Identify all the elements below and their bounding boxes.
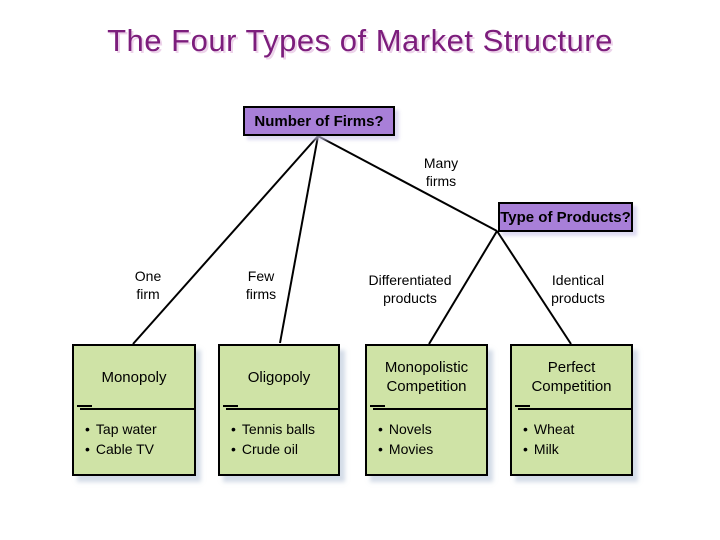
branch-label-line: products [551,290,605,306]
example-item: • Novels [378,419,484,439]
branch-label-differentiated-products: Differentiated products [358,271,462,307]
example-text: Movies [388,441,434,457]
branch-label-identical-products: Identical products [526,271,630,307]
example-text: Cable TV [95,441,155,457]
line-identical [496,230,572,345]
bullet-icon: • [85,441,90,457]
bullet-icon: • [231,441,236,457]
example-item: • Milk [523,439,629,459]
line-few-firms [279,135,319,344]
branch-label-line: firms [245,286,277,302]
branch-label-line: Differentiated [368,272,452,288]
branch-label-line: One [134,268,162,284]
examples-list: • Tennis balls • Crude oil [220,410,338,459]
divider [515,405,631,410]
decision-node-label: Number of Firms? [254,112,384,130]
bullet-icon: • [523,421,528,437]
examples-list: • Wheat • Milk [512,410,631,459]
example-text: Crude oil [241,441,298,457]
examples-list: • Tap water • Cable TV [74,410,194,459]
bullet-icon: • [523,441,528,457]
bullet-icon: • [378,421,383,437]
decision-node-type-of-products: Type of Products? [498,202,633,232]
market-box-monopoly: Monopoly • Tap water • Cable TV [72,344,196,476]
branch-label-line: Identical [551,272,605,288]
divider [77,405,194,410]
branch-label-line: firm [136,286,160,302]
market-name: Perfect Competition [531,359,612,395]
branch-label-line: products [383,290,437,306]
branch-label-line: Many [423,155,459,171]
example-item: • Tennis balls [231,419,336,439]
branch-label-few-firms: Few firms [221,267,301,303]
example-text: Novels [388,421,432,437]
market-box-perfect-competition: Perfect Competition • Wheat • Milk [510,344,633,476]
branch-label-one-firm: One firm [108,267,188,303]
example-item: • Cable TV [85,439,192,459]
bullet-icon: • [231,421,236,437]
divider [223,405,338,410]
bullet-icon: • [378,441,383,457]
example-text: Tennis balls [241,421,316,437]
decision-node-label: Type of Products? [500,208,631,226]
market-box-monopolistic-competition: Monopolistic Competition • Novels • Movies [365,344,488,476]
example-item: • Wheat [523,419,629,439]
example-text: Milk [533,441,559,457]
bullet-icon: • [85,421,90,437]
market-name: Oligopoly [247,368,311,386]
example-item: • Tap water [85,419,192,439]
decision-node-number-of-firms: Number of Firms? [243,106,395,136]
slide-title: The Four Types of Market Structure [107,23,613,58]
example-text: Tap water [95,421,157,437]
market-name: Monopolistic Competition [384,359,469,395]
example-text: Wheat [533,421,575,437]
examples-list: • Novels • Movies [367,410,486,459]
divider [370,405,486,410]
branch-label-many-firms: Many firms [401,154,481,190]
branch-label-line: Few [247,268,275,284]
line-many-firms [317,135,498,232]
line-one-firm [132,135,319,345]
example-item: • Crude oil [231,439,336,459]
branch-label-line: firms [425,173,457,189]
market-box-oligopoly: Oligopoly • Tennis balls • Crude oil [218,344,340,476]
line-differentiated [428,230,498,345]
example-item: • Movies [378,439,484,459]
market-name: Monopoly [101,368,167,386]
